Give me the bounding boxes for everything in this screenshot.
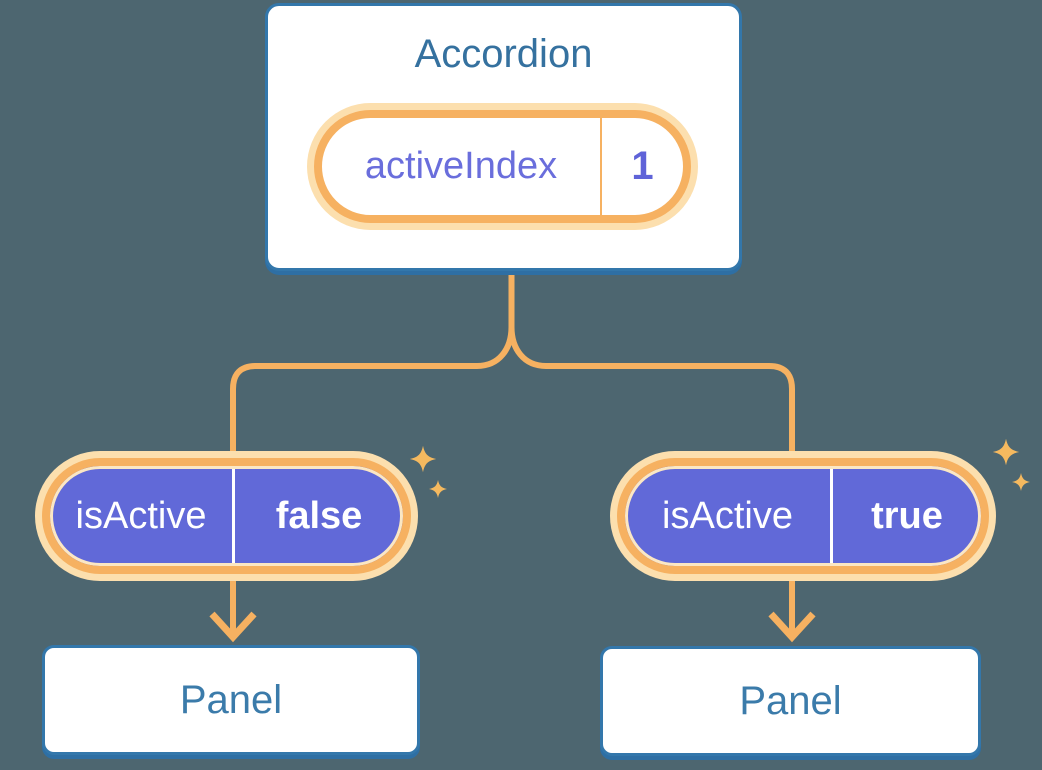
pill-separator: [232, 469, 235, 563]
connector-branch-left: [230, 326, 515, 462]
arrow-down-icon: [768, 611, 816, 643]
accordion-title: Accordion: [414, 32, 593, 76]
prop-pill-label: isActive: [662, 494, 793, 537]
connector-branches: [230, 275, 795, 634]
prop-pill-value-section: false: [235, 466, 403, 566]
state-pill: activeIndex 1: [314, 110, 691, 223]
prop-pill-label-section: isActive: [50, 466, 232, 566]
sparkle-icon: [1012, 473, 1030, 491]
panel-box-left: Panel: [42, 645, 420, 755]
sparkle-icon: [409, 445, 437, 473]
panel-label: Panel: [179, 677, 283, 722]
prop-pill-value: false: [275, 494, 363, 537]
prop-pill-label: isActive: [75, 494, 207, 537]
state-pill-value-section: 1: [602, 118, 683, 215]
panel-label: Panel: [739, 678, 842, 723]
state-pill-label: activeIndex: [364, 145, 558, 187]
arrowheads: [209, 611, 816, 643]
prop-pill-value-section: true: [833, 466, 981, 566]
prop-pill-left: isActive false: [42, 458, 411, 574]
prop-pill-value: true: [871, 494, 943, 537]
sparkle-icon: [429, 480, 447, 498]
pill-separator: [600, 118, 602, 215]
connector-branch-right: [508, 326, 795, 462]
pill-separator: [830, 469, 833, 563]
sparkle-icon: [992, 438, 1020, 466]
prop-pill-right: isActive true: [617, 458, 989, 574]
state-pill-value: 1: [631, 144, 654, 188]
state-pill-label-section: activeIndex: [322, 118, 600, 215]
prop-pill-label-section: isActive: [625, 466, 830, 566]
arrow-down-icon: [209, 611, 257, 643]
panel-box-right: Panel: [600, 646, 981, 756]
